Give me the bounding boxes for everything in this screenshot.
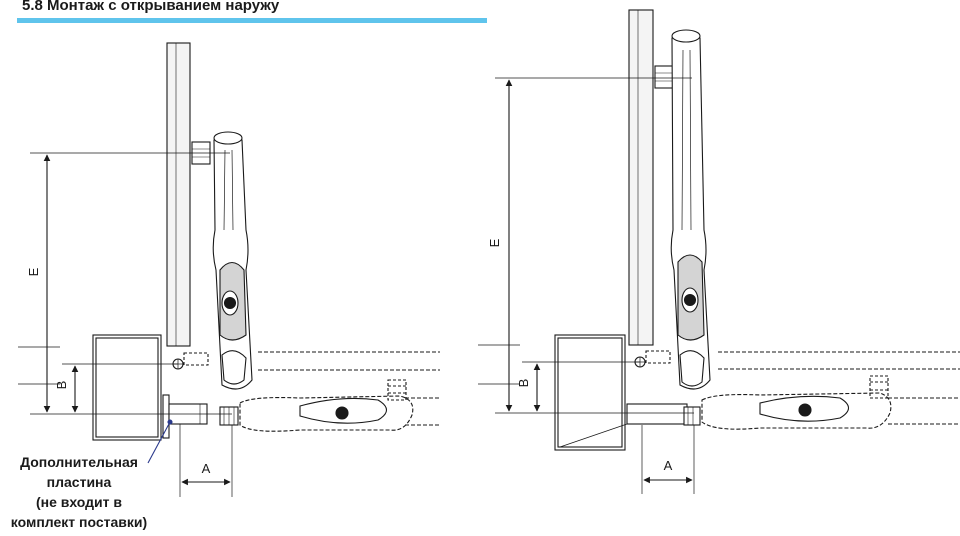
brand-logo-icon: [223, 296, 237, 310]
dim-a-label-right: A: [664, 458, 673, 473]
title-underline: [17, 18, 487, 23]
note-line: (не входит в: [35, 494, 123, 510]
note-line: Дополнительная: [20, 454, 138, 470]
note-line: пластина: [46, 474, 112, 490]
dim-b-label-left: B: [54, 381, 69, 390]
brand-logo-icon: [683, 293, 697, 307]
additional-plate: [162, 394, 170, 439]
rear-bracket-right: [626, 403, 688, 425]
section-title: 5.8 Монтаж с открыванием наружу: [22, 0, 280, 14]
dim-b-label-right: B: [516, 379, 531, 388]
right-drawing: [478, 9, 960, 494]
gate-leaf-right: [628, 9, 654, 346]
gate-leaf-left: [166, 42, 191, 347]
front-bracket-right: [654, 65, 674, 89]
note-line: комплект поставки): [10, 514, 148, 530]
dim-e-label-left: E: [26, 267, 41, 276]
dim-e-label-right: E: [487, 238, 502, 247]
note-leader: [147, 421, 171, 464]
left-drawing: [18, 42, 440, 497]
additional-plate-note: Дополнительная пластина (не входит в ком…: [0, 452, 158, 532]
dim-a-label-left: A: [202, 461, 211, 476]
